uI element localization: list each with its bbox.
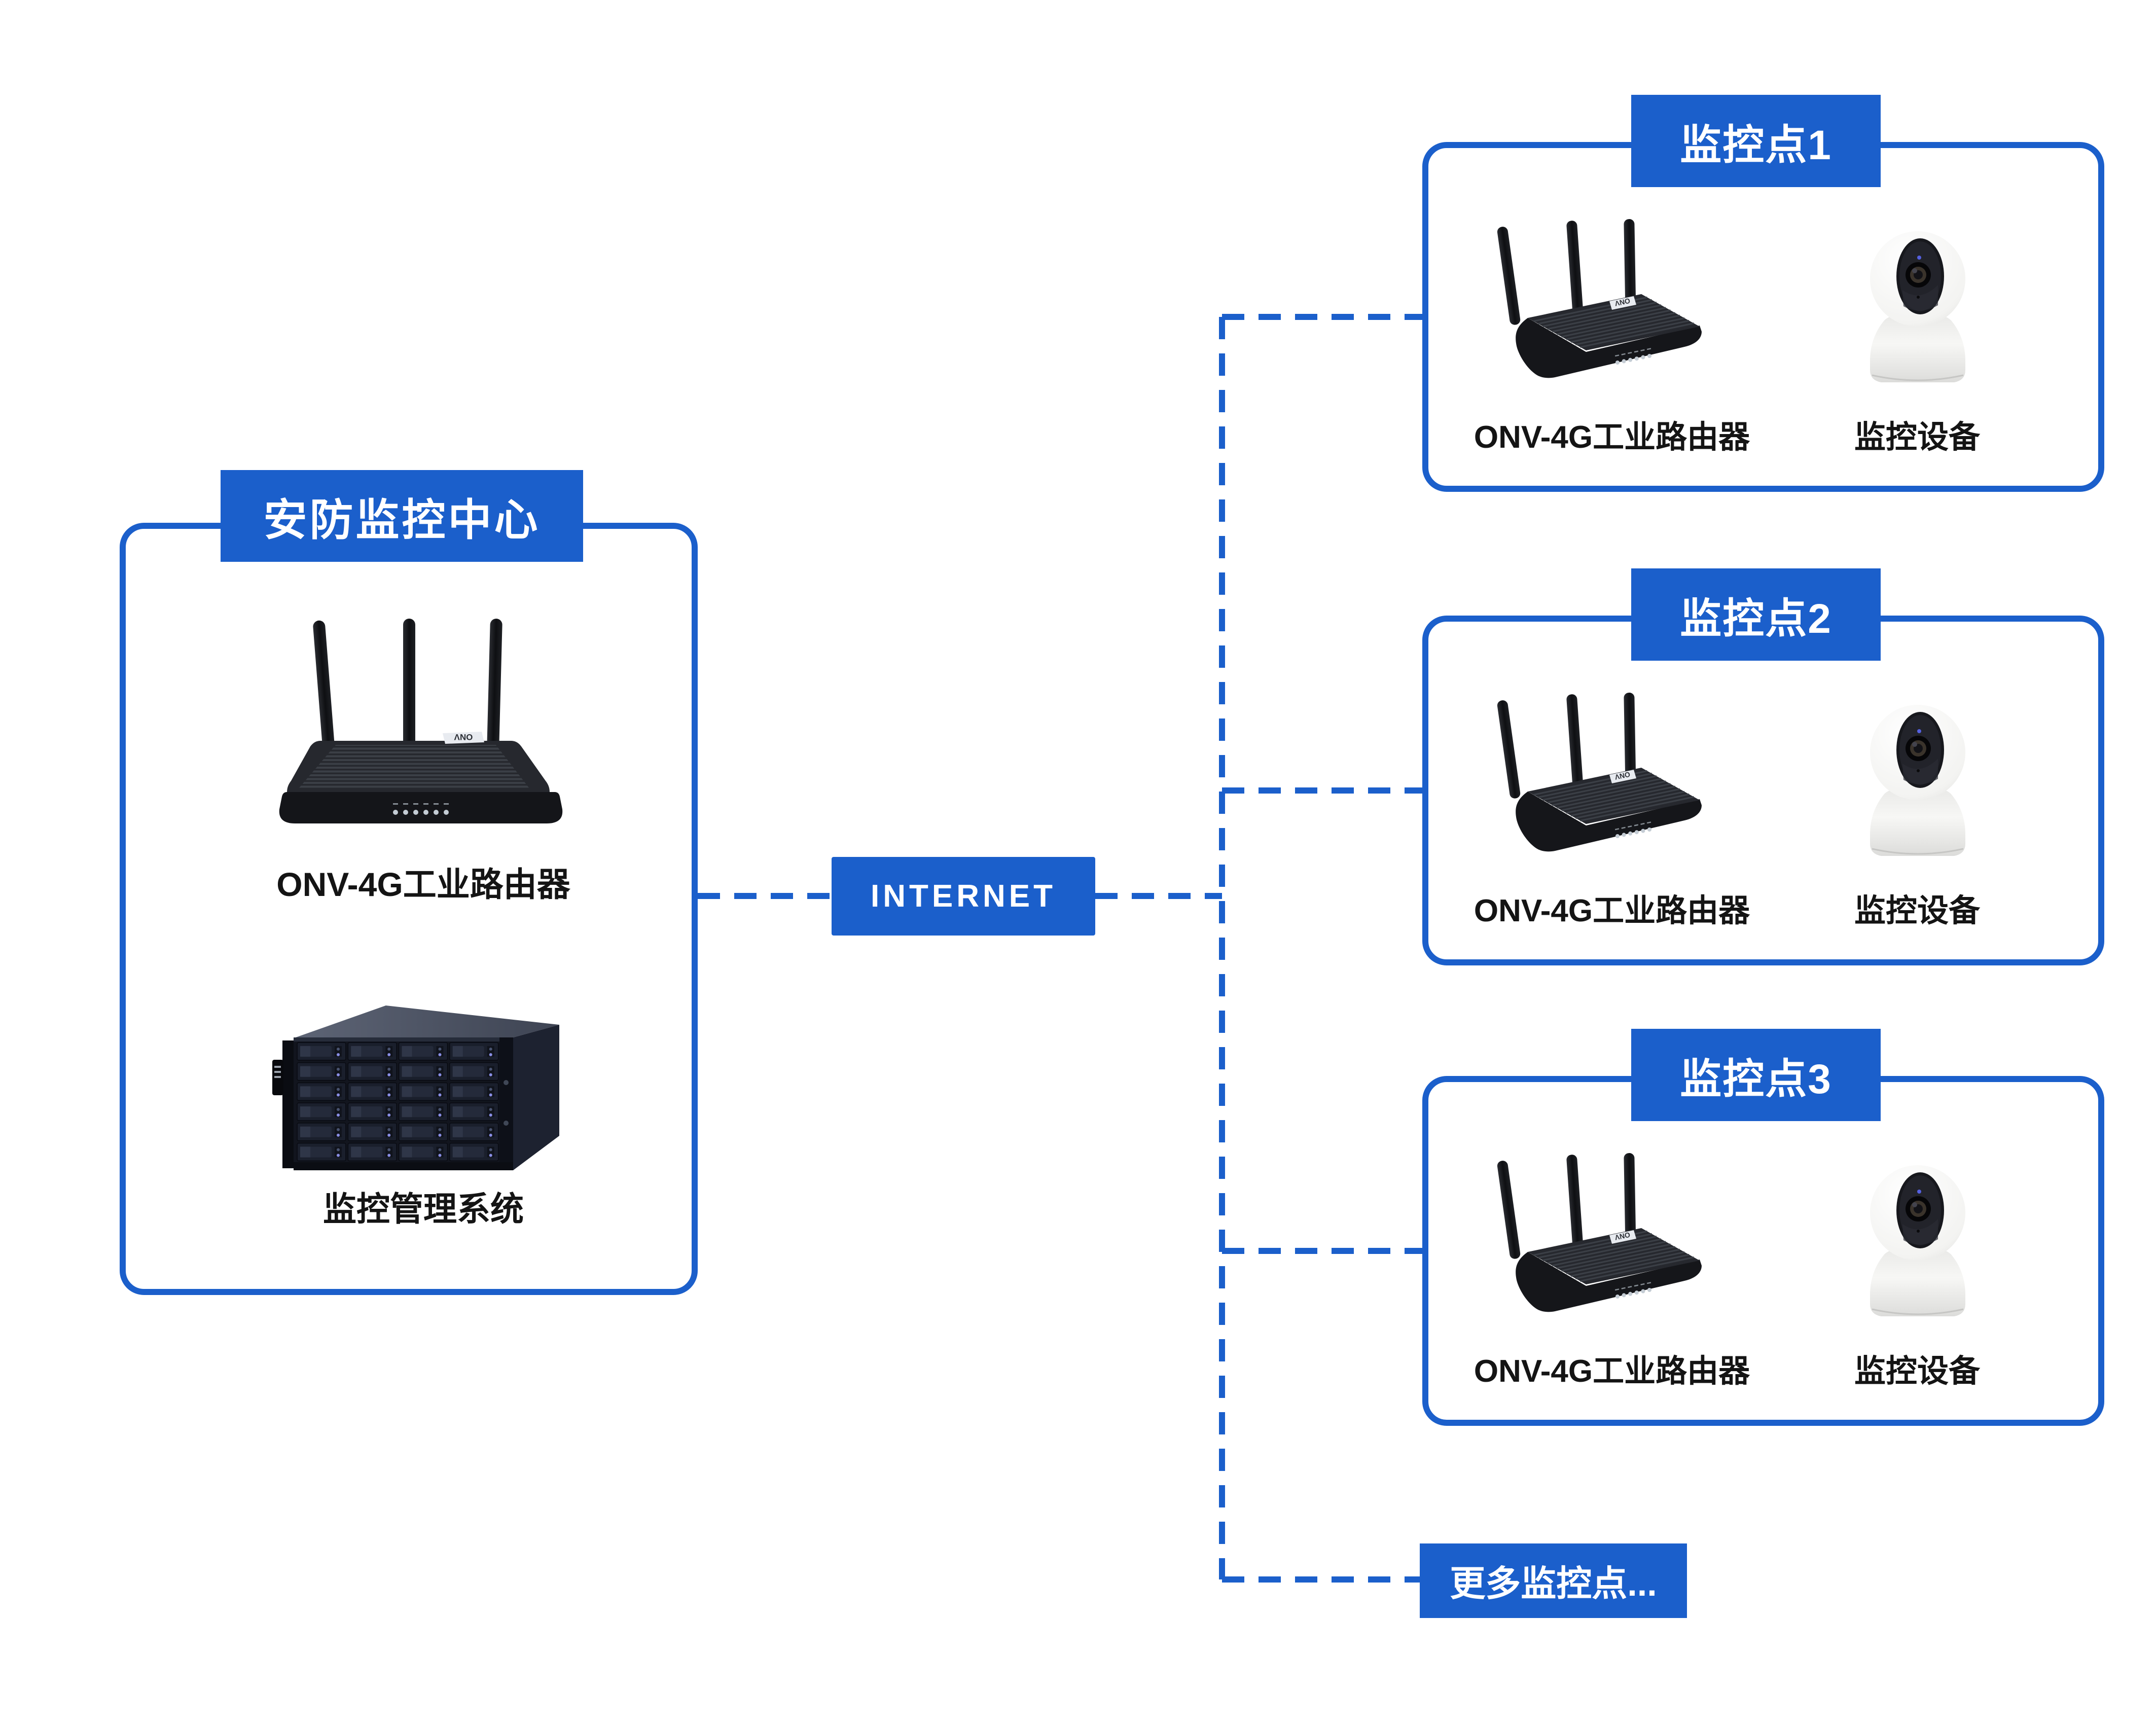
internet-node: INTERNET (832, 857, 1095, 936)
site2-camera-label: 监控设备 (1854, 893, 1980, 928)
site3-router-label: ONV-4G工业路由器 (1474, 1354, 1750, 1389)
center-server-image (243, 974, 629, 1187)
site1-title-badge: 监控点1 (1631, 95, 1881, 187)
site1-camera-label: 监控设备 (1854, 420, 1980, 455)
site-box-3: 监控点3 ONV-4G工业路由器 监控设备 (1422, 1029, 2104, 1426)
site1-router-label: ONV-4G工业路由器 (1474, 420, 1750, 455)
site2-camera-image (1831, 682, 2014, 885)
site-box-1: 监控点1 ONV-4G工业路由器 监控设备 (1422, 95, 2104, 492)
site2-title: 监控点2 (1680, 595, 1832, 642)
center-box-title: 安防监控中心 (263, 496, 541, 545)
site1-camera-image (1831, 209, 2014, 412)
center-router-image (254, 603, 588, 847)
center-box-title-badge: 安防监控中心 (221, 470, 583, 562)
site2-title-badge: 监控点2 (1631, 568, 1881, 661)
site3-title-badge: 监控点3 (1631, 1029, 1881, 1121)
more-sites-label: 更多监控点... (1450, 1564, 1657, 1603)
more-sites-badge: 更多监控点... (1420, 1543, 1687, 1618)
site3-router-image (1487, 1153, 1750, 1320)
site3-title: 监控点3 (1680, 1056, 1832, 1102)
site3-camera-image (1831, 1143, 2014, 1346)
center-server-label: 监控管理系统 (323, 1190, 524, 1228)
site-box-2: 监控点2 ONV-4G工业路由器 监控设备 (1422, 568, 2104, 965)
internet-label: INTERNET (871, 879, 1056, 914)
site1-router-image (1487, 219, 1750, 386)
site3-camera-label: 监控设备 (1854, 1354, 1980, 1389)
site2-router-label: ONV-4G工业路由器 (1474, 893, 1750, 928)
site2-router-image (1487, 693, 1750, 860)
center-router-label: ONV-4G工业路由器 (276, 866, 570, 903)
site1-title: 监控点1 (1680, 122, 1832, 168)
